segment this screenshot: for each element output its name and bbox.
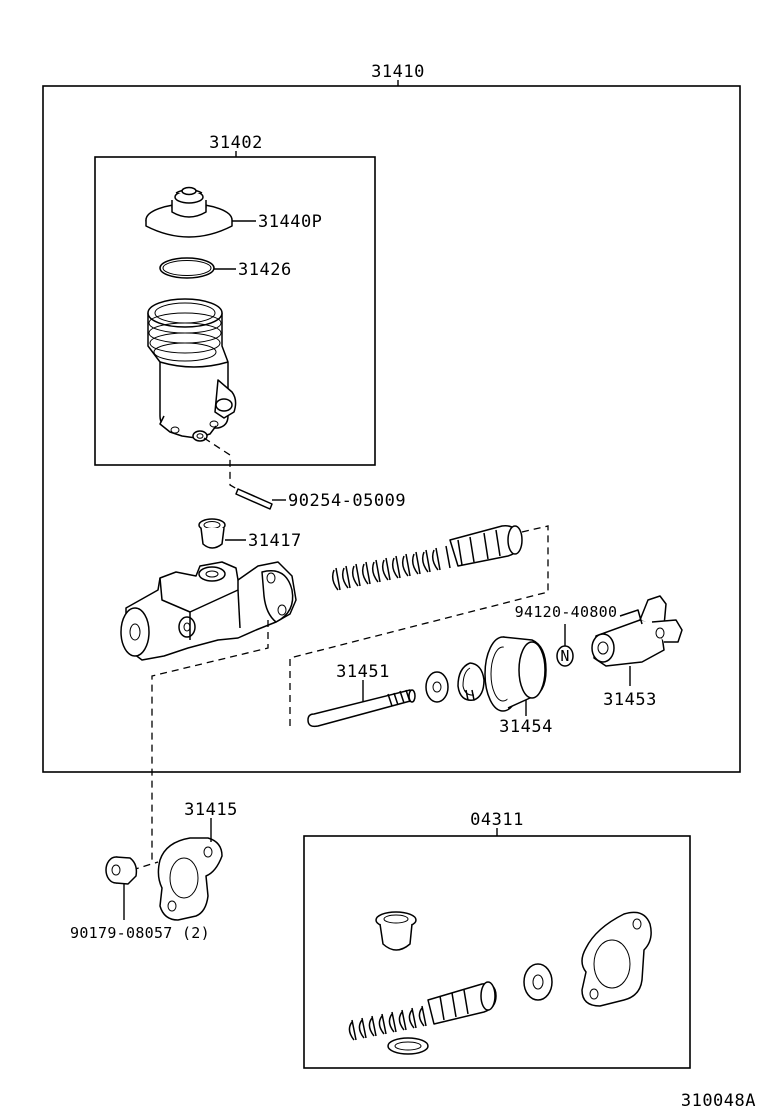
label-push-rod: 31451: [336, 662, 390, 682]
figure-code: 310048A: [681, 1091, 756, 1111]
reservoir-body-part: [147, 298, 237, 442]
pin-dash-path: [203, 437, 245, 494]
reservoir-cap-part: [145, 186, 233, 238]
kit-gasket-part: [581, 911, 652, 1007]
nut-marker-icon: N: [560, 647, 569, 665]
gasket-part: [157, 837, 223, 921]
push-rod-clevis-part: [591, 595, 683, 667]
label-cap-gasket: 31426: [238, 260, 292, 280]
cap-gasket-part: [159, 257, 215, 279]
pin-part: [235, 488, 273, 510]
nut-part: N: [556, 645, 574, 667]
label-gasket: 31415: [184, 800, 238, 820]
kit-washer-part: [523, 963, 553, 1001]
kit-grommet-part: [375, 911, 417, 951]
piston-dash-bracket: [289, 525, 549, 728]
label-kit: 04311: [470, 810, 524, 830]
grommet-part: [198, 518, 226, 549]
piston-spring-part: [331, 525, 523, 591]
assembly-frame: [42, 85, 741, 773]
kit-piston-part: [348, 981, 497, 1041]
reservoir-frame: [94, 156, 376, 466]
label-reservoir-set: 31402: [209, 133, 263, 153]
nut-2-part: [105, 856, 138, 885]
master-cylinder-body-part: [120, 561, 297, 661]
snap-ring-part: [457, 662, 485, 701]
push-rod-part: [307, 689, 416, 728]
label-reservoir-cap: 31440P: [258, 212, 322, 232]
label-assembly: 31410: [371, 62, 425, 82]
label-boot: 31454: [499, 717, 553, 737]
label-nut-2: 90179-08057 (2): [70, 924, 210, 942]
label-pin: 90254-05009: [288, 491, 406, 511]
body-dash-path: [151, 620, 269, 862]
washer-part: [425, 671, 449, 703]
label-clevis: 31453: [603, 690, 657, 710]
label-grommet: 31417: [248, 531, 302, 551]
label-nut: 94120-40800: [515, 603, 618, 621]
boot-part: [484, 636, 547, 712]
kit-o-ring-part: [387, 1037, 429, 1055]
